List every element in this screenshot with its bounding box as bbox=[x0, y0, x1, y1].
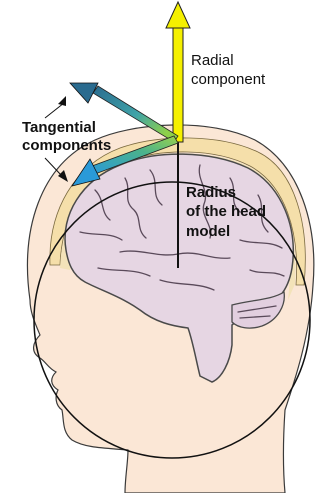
tangential-label-line2: components bbox=[22, 137, 111, 154]
radius-label-line3: model bbox=[186, 223, 230, 240]
tangential-label-line1: Tangential bbox=[22, 119, 96, 136]
radius-label-line2: of the head bbox=[186, 203, 266, 220]
radial-label-line2: component bbox=[191, 71, 266, 88]
radial-arrow bbox=[166, 2, 190, 142]
radius-label-line1: Radius bbox=[186, 184, 236, 201]
radial-label-line1: Radial bbox=[191, 52, 234, 69]
